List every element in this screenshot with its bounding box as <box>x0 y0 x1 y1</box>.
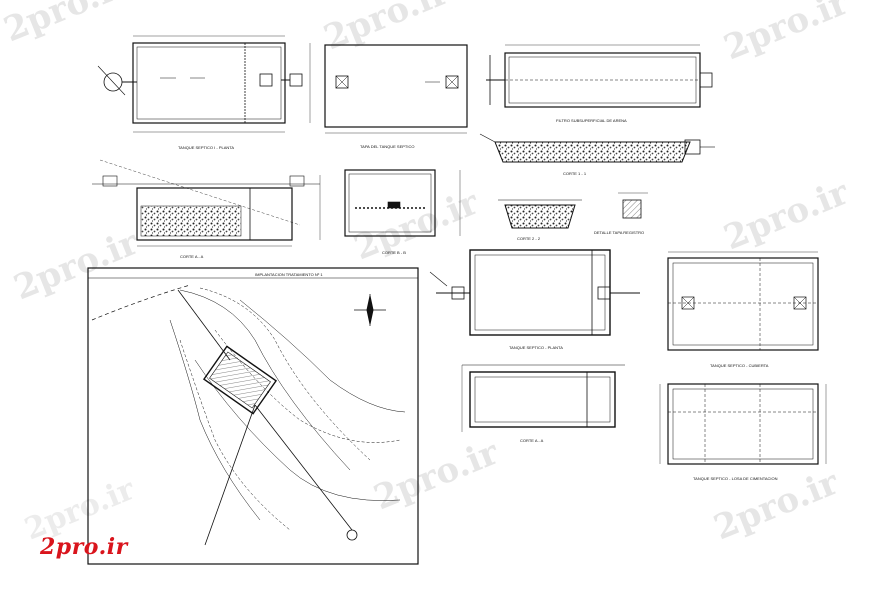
watermark: 2pro.ir <box>718 172 855 258</box>
watermark: 2pro.ir <box>8 222 145 308</box>
corte-a-a: CORTE A - A <box>461 364 625 443</box>
tanque-septico-losa: TANQUE SEPTICO - LOSA DE CIMENTACION <box>659 383 827 481</box>
implantacion-tratamiento: IMPLANTACION TRATAMIENTO Nº 1 <box>87 267 419 565</box>
tapa-tanque-septico: TAPA DEL TANQUE SEPTICO <box>324 44 468 149</box>
watermark: 2pro.ir <box>348 182 485 268</box>
corte-2-2: CORTE 2 - 2 <box>498 199 582 241</box>
filtro-subsuperficial: FILTRO SUBSUPERFICIAL DE ARENA <box>486 44 713 123</box>
drawing-title: TANQUE SEPTICO - PLANTA <box>509 345 563 350</box>
tanque-septico-cubierta: TANQUE SEPTICO - CUBIERTA <box>667 251 819 368</box>
tanque-septico-1-planta: TANQUE SEPTICO I - PLANTA <box>97 35 311 150</box>
drawing-title: CORTE 2 - 2 <box>517 236 541 241</box>
watermark: 2pro.ir <box>0 0 135 50</box>
corte-b-b: CORTE B - B <box>344 169 461 255</box>
drawing-title: TANQUE SEPTICO - CUBIERTA <box>710 363 769 368</box>
drawing-title: TANQUE SEPTICO - LOSA DE CIMENTACION <box>693 476 778 481</box>
drawing-title: CORTE A - A <box>520 438 544 443</box>
drawing-title: TAPA DEL TANQUE SEPTICO <box>360 144 414 149</box>
corte-a-a-top: CORTE A - A <box>92 159 321 259</box>
drawing-title: TANQUE SEPTICO I - PLANTA <box>178 145 234 150</box>
watermark: 2pro.ir <box>368 432 505 518</box>
corte-1-1: CORTE 1 - 1 <box>479 133 715 176</box>
watermark: 2pro.ir <box>718 0 855 68</box>
north-arrow-icon <box>354 294 386 326</box>
drawing-title: CORTE 1 - 1 <box>563 171 587 176</box>
drawing-title: DETALLE TAPA REGISTRO <box>594 230 644 235</box>
drawing-title: FILTRO SUBSUPERFICIAL DE ARENA <box>556 118 627 123</box>
drawing-title: CORTE A - A <box>180 254 204 259</box>
tanque-septico-planta: TANQUE SEPTICO - PLANTA <box>429 249 640 350</box>
drawing-title: CORTE B - B <box>382 250 406 255</box>
detalle-tapa-registro: DETALLE TAPA REGISTRO <box>594 192 648 235</box>
drawing-title: IMPLANTACION TRATAMIENTO Nº 1 <box>255 272 323 277</box>
watermark: 2pro.ir <box>318 0 455 58</box>
brand-logo[interactable]: 2pro.ir <box>40 534 128 560</box>
